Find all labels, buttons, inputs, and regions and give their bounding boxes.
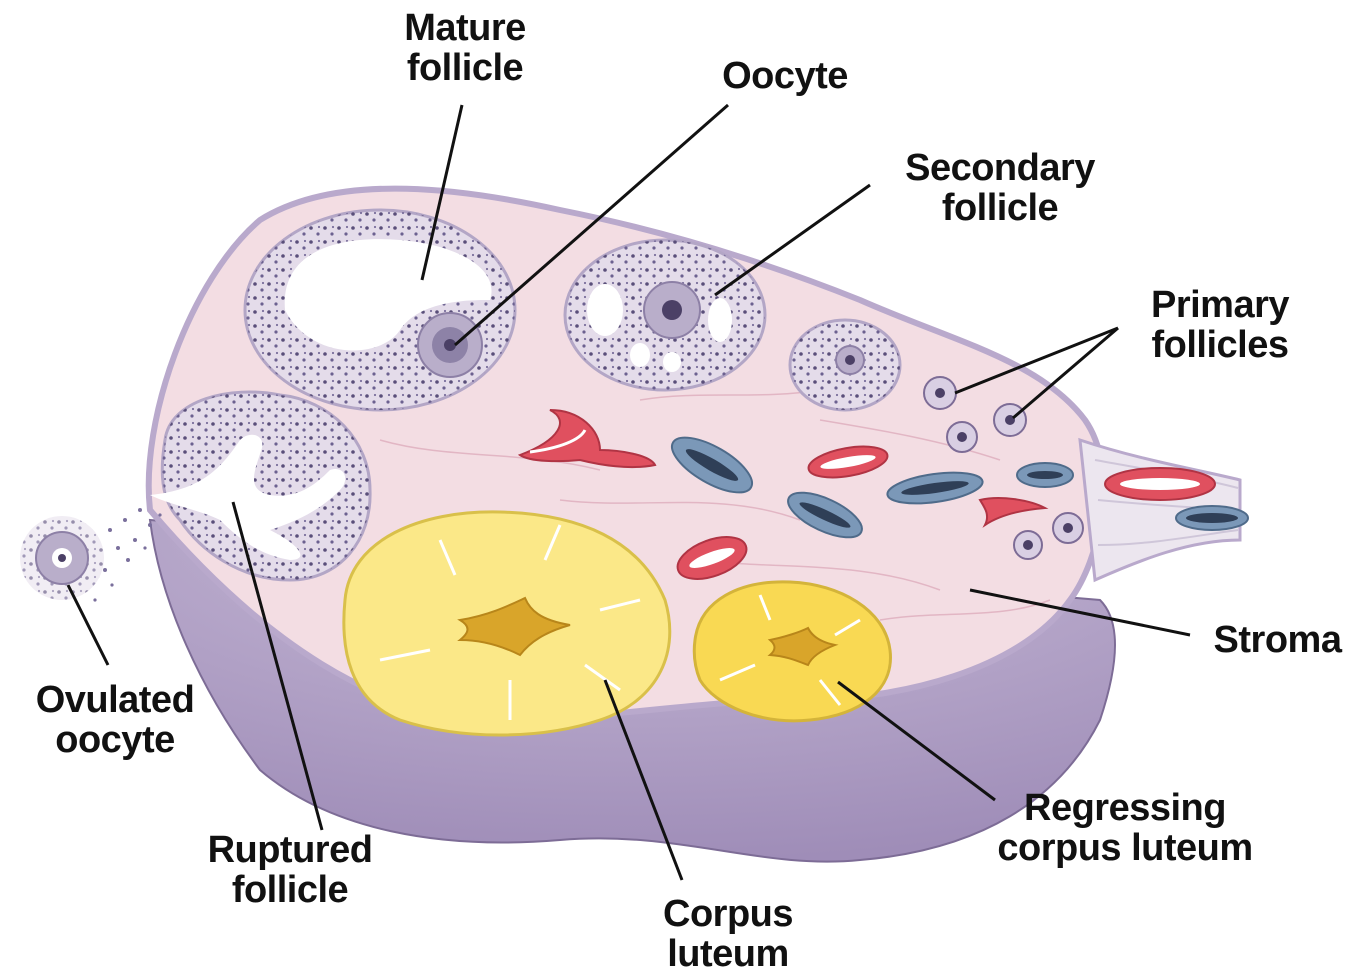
label-corpus-luteum: Corpus luteum <box>628 894 828 974</box>
secondary-follicle <box>565 240 765 390</box>
ovulated-oocyte <box>20 516 104 600</box>
label-ovulated-oocyte: Ovulated oocyte <box>15 680 215 760</box>
growing-follicle <box>790 320 900 410</box>
label-ruptured-follicle: Ruptured follicle <box>185 830 395 910</box>
mature-follicle <box>245 210 515 410</box>
label-primary-follicles: Primary follicles <box>1115 285 1325 365</box>
label-secondary-follicle: Secondary follicle <box>885 148 1115 228</box>
label-mature-follicle: Mature follicle <box>370 8 560 88</box>
label-stroma: Stroma <box>1195 620 1360 660</box>
corpus-luteum <box>344 512 670 735</box>
leader-ovulated-oocyte <box>68 585 108 665</box>
label-regressing-corpus-luteum: Regressing corpus luteum <box>975 788 1275 868</box>
label-oocyte: Oocyte <box>690 56 880 96</box>
